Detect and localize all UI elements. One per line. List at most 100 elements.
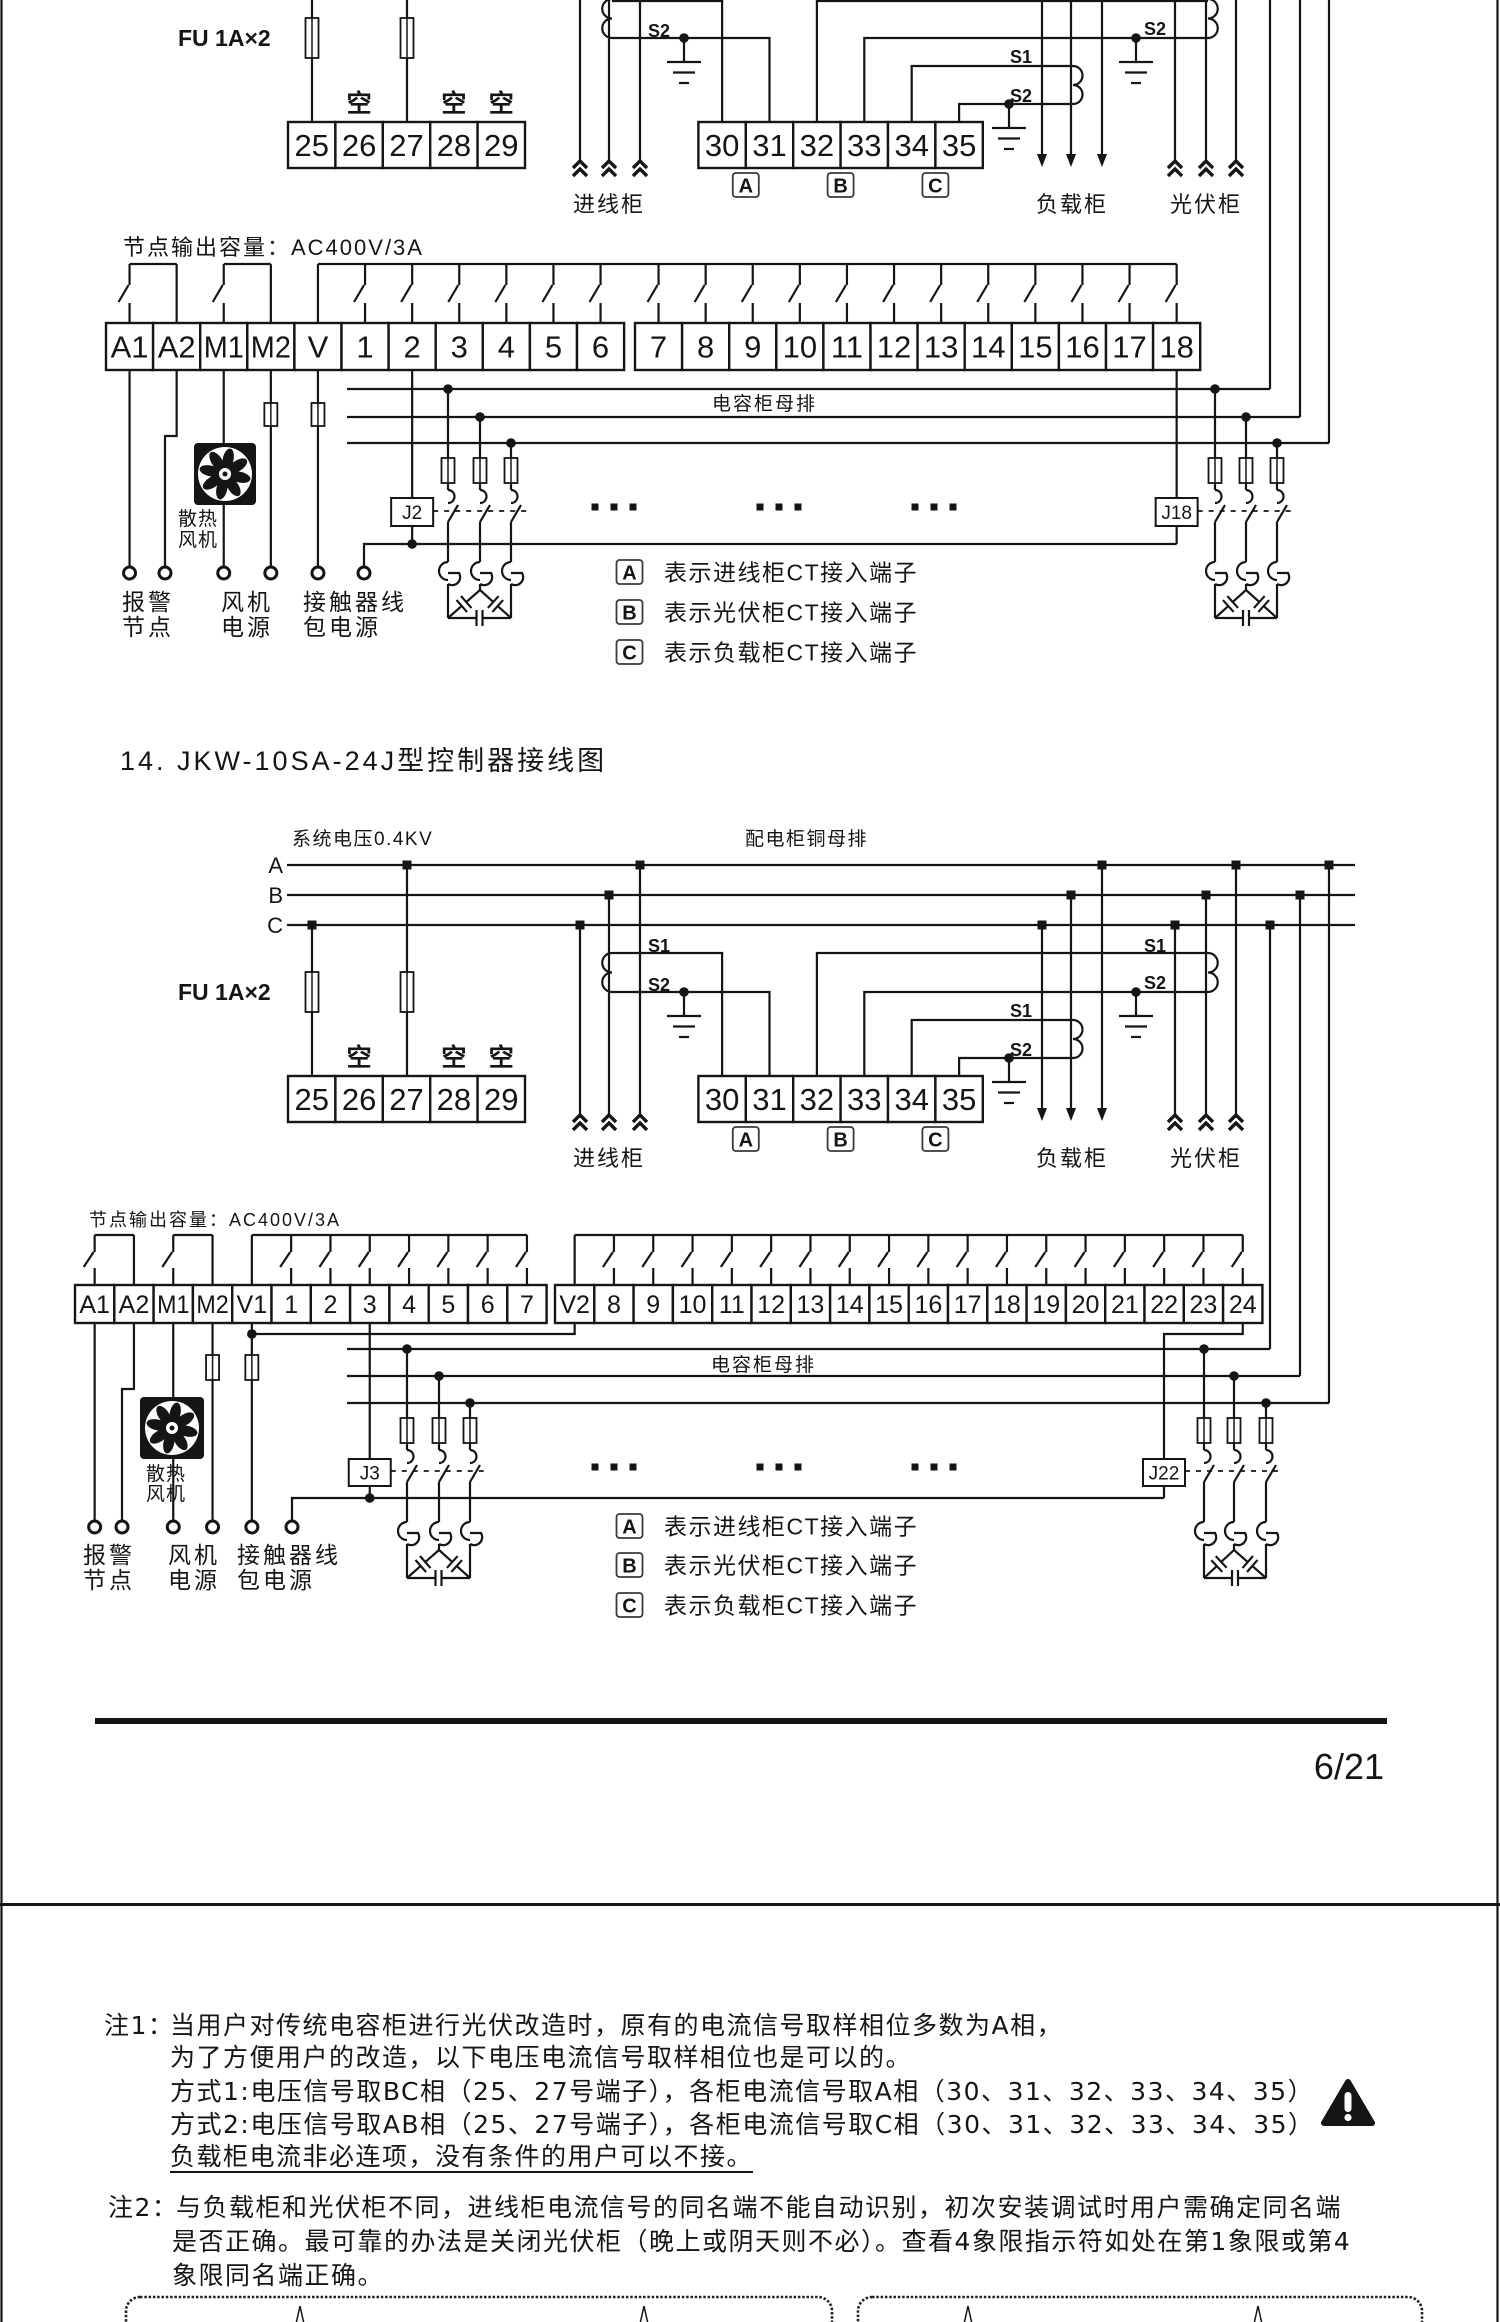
terminal-24: 24	[1221, 1283, 1264, 1325]
arrow-tip-icon	[1253, 2305, 1263, 2322]
terminal-cell	[1064, 1283, 1107, 1325]
fan-blade	[149, 1428, 169, 1444]
terminal-33: 33	[839, 120, 890, 170]
wire	[397, 1251, 409, 1268]
ellipsis-dot	[911, 1463, 919, 1471]
contactor-hook	[406, 1448, 415, 1465]
terminal-cell	[104, 321, 155, 372]
arrow-down-icon	[1066, 154, 1076, 167]
capacitor-bank	[433, 384, 528, 626]
wire	[211, 284, 224, 303]
arrow-down-icon	[1037, 154, 1047, 167]
terminal-post-icon	[87, 1519, 103, 1535]
terminal-label: 32	[800, 128, 834, 163]
junction-dot	[1199, 1344, 1209, 1354]
contactor-label: J3	[360, 1464, 380, 1485]
terminal-cell	[886, 1074, 937, 1124]
terminal-label: 10	[679, 1291, 707, 1319]
terminal-14: 14	[828, 1283, 871, 1325]
terminal-label: 12	[757, 1291, 785, 1319]
wire	[541, 284, 554, 303]
wire	[120, 1323, 136, 1521]
terminal-32: 32	[792, 120, 842, 170]
relay-contact-icon	[1073, 1235, 1087, 1285]
badge-frame	[615, 639, 644, 665]
terminal-label: 34	[894, 1082, 928, 1117]
terminal-label: A2	[158, 330, 196, 365]
chevron	[631, 1112, 649, 1124]
terminal-11: 11	[711, 1283, 753, 1325]
terminal-label: 15	[875, 1291, 903, 1319]
relay-contact-icon	[877, 1235, 891, 1285]
terminal-cell	[381, 120, 432, 170]
terminal-cell	[246, 321, 296, 372]
contactor-hook	[447, 488, 456, 505]
capacitor-plate	[491, 599, 504, 613]
terminal-label: 5	[441, 1291, 455, 1319]
relay-contact-icon	[740, 264, 754, 323]
incoming-cabinet-label: 进线柜	[573, 1146, 645, 1171]
capacitor-plate	[1246, 1559, 1259, 1573]
terminal-label: 13	[797, 1291, 825, 1319]
wire	[759, 1251, 772, 1268]
terminal-cell	[839, 1074, 890, 1124]
junction-square	[1066, 890, 1076, 900]
terminal-label: V1	[237, 1291, 268, 1319]
ct-s2-label: S2	[1144, 19, 1166, 39]
legend-badge: B	[615, 1552, 644, 1578]
terminal-cell	[792, 1074, 842, 1124]
relay-contact-icon	[541, 264, 555, 323]
ellipsis-dot	[794, 503, 802, 511]
fuse-icon	[399, 1417, 415, 1444]
contactor-hook	[510, 488, 519, 505]
terminal-label: 9	[646, 1291, 660, 1319]
contactor-hook	[1276, 488, 1285, 505]
terminal-9: 9	[728, 321, 778, 372]
capacitor-icon	[1214, 589, 1247, 619]
junction-square	[1265, 920, 1275, 930]
contactor-coil-box: J22	[1142, 1458, 1186, 1487]
junction-square	[307, 920, 317, 930]
chevron	[600, 1120, 618, 1132]
fan-axle	[222, 471, 228, 477]
terminal-cell	[697, 120, 748, 170]
terminal-group-line: 节点	[83, 1567, 135, 1593]
wire	[1117, 284, 1130, 303]
arrow-tip-icon	[963, 2305, 973, 2322]
wire	[406, 1565, 422, 1579]
terminal-cell	[868, 1283, 910, 1325]
wire	[494, 284, 507, 303]
terminal-cell	[934, 1074, 985, 1124]
terminal-v: V	[293, 321, 343, 372]
terminal-10: 10	[775, 321, 825, 372]
contactor-blade	[1233, 1464, 1245, 1483]
junction-dot	[465, 1398, 475, 1408]
fan-blade	[175, 1412, 195, 1428]
capacitor-busbar-label: 电容柜母排	[712, 393, 817, 415]
fuse-icon	[263, 402, 279, 427]
badge-frame	[615, 559, 644, 585]
relay-contact-icon	[837, 1235, 851, 1285]
wire	[929, 284, 942, 303]
relay-contact-icon	[161, 1235, 175, 1285]
ground-icon	[992, 104, 1026, 151]
double-chevron-up-icon	[1227, 158, 1245, 178]
ellipsis-dot	[756, 1463, 764, 1471]
relay-contact-icon	[318, 1235, 332, 1285]
ground-icon	[1119, 992, 1153, 1039]
relay-contact-icon	[400, 264, 414, 323]
wire	[612, 36, 771, 122]
load-cabinet-label: 负载柜	[1036, 192, 1108, 217]
terminal-cell	[986, 1283, 1028, 1325]
terminal-group-line: 报警	[122, 589, 174, 615]
wire	[1233, 1549, 1249, 1563]
ct-group-badge: C	[921, 172, 950, 198]
capacitor-icon	[1215, 610, 1277, 626]
